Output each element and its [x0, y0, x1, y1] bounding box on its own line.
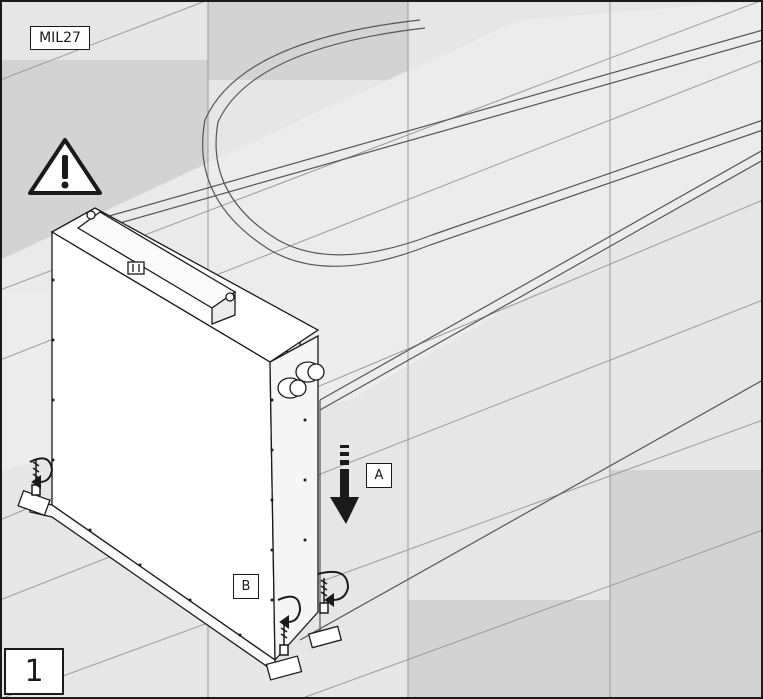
heater-unit	[17, 207, 343, 681]
rotate-arrow-icon	[29, 457, 350, 629]
bathtub-rim	[59, 29, 763, 641]
down-arrow-icon	[330, 445, 359, 524]
warning-triangle-icon	[28, 138, 102, 195]
bathtub-basin	[202, 19, 763, 267]
step-number: 1	[4, 648, 64, 695]
callout-label-b: B	[233, 574, 259, 599]
foot-right-front	[265, 655, 303, 681]
callout-label-a: A	[366, 463, 392, 488]
foot-right-back	[307, 625, 343, 649]
document-code-label: MIL27	[30, 26, 90, 50]
panel-rivets	[51, 278, 307, 637]
heater-side-panel	[269, 334, 319, 662]
pipe-connectors	[277, 361, 325, 399]
